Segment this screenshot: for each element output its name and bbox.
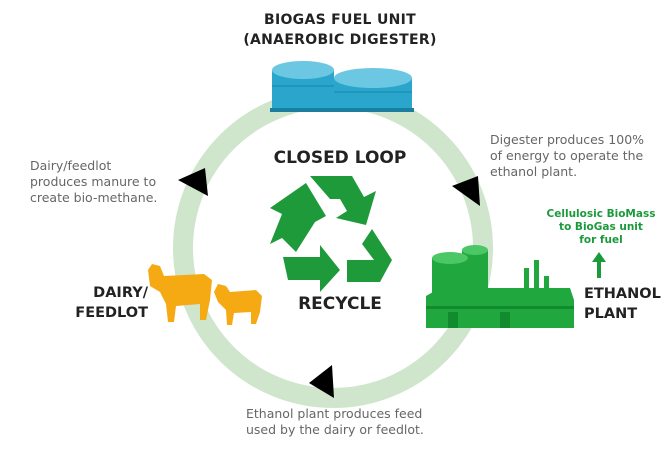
ethanol-label-line1: ETHANOL (584, 286, 661, 302)
digester-note: Digester produces 100% of energy to oper… (490, 132, 668, 180)
biogas-title-line2: (ANAEROBIC DIGESTER) (243, 32, 437, 48)
digester-note-line: of energy to operate the (490, 148, 644, 163)
ethanol-label-line2: PLANT (584, 306, 638, 322)
recycle-label: RECYCLE (298, 294, 382, 314)
biogas-tank-icon (270, 61, 414, 112)
biogas-title-line1: BIOGAS FUEL UNIT (264, 12, 416, 28)
up-arrow-icon (592, 252, 606, 278)
ethanol-plant-label: ETHANOL PLANT (584, 284, 668, 324)
triangle-arrow-icon (178, 168, 208, 196)
triangle-arrow-icon (452, 176, 480, 206)
digester-note-line: Digester produces 100% (490, 132, 645, 147)
cow-icon (148, 264, 262, 325)
dairy-label-line1: DAIRY/ (93, 285, 148, 301)
biomass-note-line: Cellulosic BioMass (546, 208, 656, 220)
biogas-unit-title: BIOGAS FUEL UNIT (ANAEROBIC DIGESTER) (200, 10, 480, 50)
loop-ring (173, 88, 493, 408)
ethanol-note-line: used by the dairy or feedlot. (246, 422, 424, 437)
ethanol-note: Ethanol plant produces feed used by the … (246, 406, 486, 438)
ethanol-note-line: Ethanol plant produces feed (246, 406, 423, 421)
dairy-note: Dairy/feedlot produces manure to create … (30, 158, 190, 206)
biomass-note-line: to BioGas unit (559, 221, 643, 233)
digester-note-line: ethanol plant. (490, 164, 578, 179)
biomass-note: Cellulosic BioMass to BioGas unit for fu… (536, 208, 666, 247)
recycle-icon (270, 176, 392, 292)
dairy-note-line: create bio-methane. (30, 190, 158, 205)
biomass-note-line: for fuel (579, 234, 623, 246)
triangle-arrow-icon (309, 365, 334, 398)
dairy-label-line2: FEEDLOT (75, 305, 148, 321)
dairy-feedlot-label: DAIRY/ FEEDLOT (58, 283, 148, 323)
ethanol-plant-icon (426, 245, 574, 328)
closed-loop-label: CLOSED LOOP (273, 148, 407, 168)
dairy-note-line: produces manure to (30, 174, 157, 189)
dairy-note-line: Dairy/feedlot (30, 158, 112, 173)
